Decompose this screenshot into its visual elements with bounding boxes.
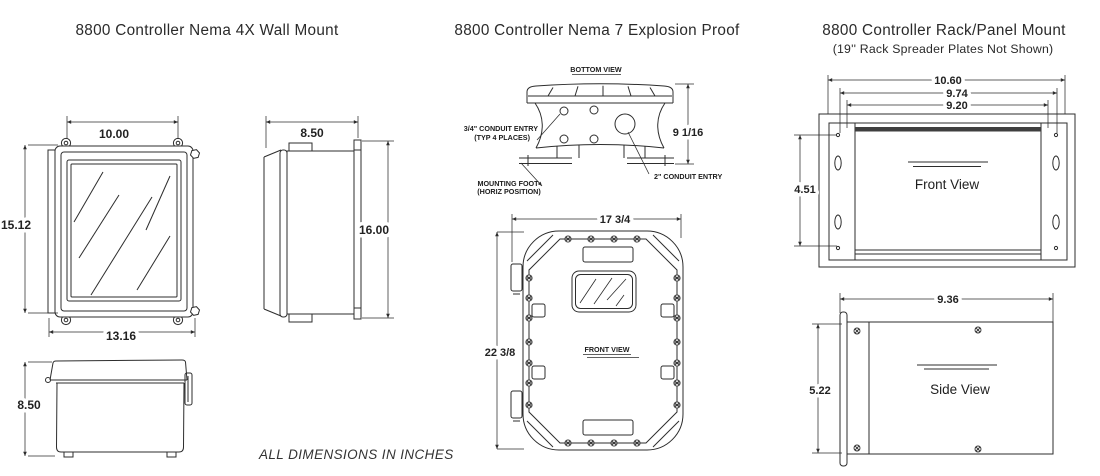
bottom-view-label: BOTTOM VIEW	[570, 65, 622, 74]
conduit2-label: 2" CONDUIT ENTRY	[654, 172, 722, 181]
door-profile	[263, 149, 288, 318]
dim-height: 9 1/16	[669, 83, 707, 165]
mounting-foot-label-line2: (HORIZ POSITION)	[477, 187, 541, 196]
body	[534, 102, 666, 158]
dim-height: 5.22	[806, 323, 842, 454]
dim-hole-spacing: 9.74	[839, 85, 1058, 133]
glass-reflection-lines	[73, 171, 171, 296]
leader-conduit34	[536, 113, 561, 141]
dim-label: 10.60	[934, 75, 962, 87]
rack-panel: 8800 Controller Rack/Panel Mount (19'' R…	[791, 22, 1076, 467]
lid-profile	[45, 359, 188, 384]
nema7-panel: 8800 Controller Nema 7 Explosion Proof B…	[454, 22, 740, 451]
door-inner-outline	[60, 151, 188, 312]
window-frame	[66, 159, 182, 302]
nema7-front-view: 17 3/4 22 3/8	[481, 211, 684, 451]
bezel-outer	[818, 113, 1076, 268]
dim-width-bottom: 13.16	[48, 318, 196, 347]
latch-hasp	[184, 372, 193, 406]
dim-label: 8.50	[300, 126, 324, 140]
dim-label: 4.51	[794, 184, 815, 196]
hinges	[510, 263, 523, 422]
enclosure-body	[286, 150, 355, 315]
dim-panel-width: 9.20	[846, 97, 1049, 128]
dim-hole-height: 4.51	[791, 134, 837, 247]
dim-height-left: 15.12	[0, 144, 58, 314]
nema7-bottom-view: BOTTOM VIEW	[464, 65, 723, 196]
top-tab	[582, 246, 634, 263]
chassis-body	[846, 321, 1054, 455]
enclosure-door	[54, 145, 194, 318]
foot-left	[63, 451, 74, 458]
rack-side-view: 9.36 Side View 5.22	[806, 291, 1054, 467]
dim-label: 15.12	[1, 218, 31, 232]
side-view-label: Side View	[930, 382, 990, 397]
lid	[526, 83, 674, 104]
dim-label: 9 1/16	[673, 127, 704, 139]
bottom-tab	[582, 419, 634, 436]
perimeter-bolts	[525, 235, 681, 447]
mounting-feet	[519, 155, 674, 166]
dim-width: 17 3/4	[511, 211, 682, 262]
mounting-foot-label-line1: MOUNTING FOOT	[477, 179, 539, 188]
window-glass	[70, 163, 178, 298]
window	[571, 270, 637, 313]
dim-label: 16.00	[359, 223, 389, 237]
bottom-tab	[288, 313, 313, 323]
rack-front-view: 10.60 9.74 9.20	[791, 72, 1076, 268]
dim-depth: 9.36	[839, 291, 1054, 322]
enclosure-outline	[522, 230, 684, 451]
nema4x-title: 8800 Controller Nema 4X Wall Mount	[76, 22, 339, 39]
dim-label: 9.74	[946, 88, 968, 100]
nema7-title: 8800 Controller Nema 7 Explosion Proof	[454, 22, 740, 39]
dim-height: 22 3/8	[481, 231, 524, 450]
door-face-outline	[528, 238, 678, 444]
front-view-label: FRONT VIEW	[584, 345, 629, 354]
nema4x-panel: 8800 Controller Nema 4X Wall Mount	[0, 22, 454, 462]
dim-label: 13.16	[106, 329, 136, 343]
dim-label: 17 3/4	[600, 214, 631, 226]
rack-subtitle: (19'' Rack Spreader Plates Not Shown)	[833, 42, 1054, 56]
mounting-tabs	[60, 137, 184, 326]
leader-conduit2	[627, 131, 650, 175]
front-view-label: Front View	[915, 177, 980, 192]
dim-label: 22 3/8	[485, 347, 516, 359]
dim-height-right: 16.00	[355, 140, 394, 319]
dim-overall-width: 10.60	[827, 72, 1066, 114]
conduit-holes	[559, 105, 636, 144]
dim-width-top: 10.00	[66, 116, 179, 141]
rack-ears	[834, 123, 1060, 260]
mounting-plate	[353, 139, 362, 320]
nema4x-bottom-view: 8.50	[14, 359, 193, 458]
bezel-inner	[828, 122, 1068, 261]
dim-label: 8.50	[17, 398, 41, 412]
side-tabs	[531, 303, 675, 380]
nema4x-side-view: 8.50 16.00	[263, 116, 394, 323]
dim-label: 9.20	[946, 100, 967, 112]
conduit-2in-hole	[614, 113, 636, 135]
dim-label: 9.36	[937, 294, 958, 306]
dim-depth-top: 8.50	[265, 116, 359, 148]
conduit34-label-line2: (TYP 4 PLACES)	[474, 133, 530, 142]
corner-clamp-bands	[526, 234, 680, 448]
body-profile	[55, 382, 185, 453]
dim-label: 10.00	[99, 127, 129, 141]
leader-mounting-foot	[520, 162, 543, 187]
conduit34-label-line1: 3/4" CONDUIT ENTRY	[464, 124, 538, 133]
dim-label: 5.22	[809, 385, 830, 397]
top-tab	[288, 142, 313, 152]
foot-right	[166, 451, 177, 458]
nema4x-front-view: 10.00 15.12 13.16	[0, 116, 201, 347]
top-trim-strip	[855, 127, 1041, 132]
dim-depth-left: 8.50	[14, 361, 55, 457]
rack-title: 8800 Controller Rack/Panel Mount	[822, 22, 1066, 39]
front-flange	[839, 311, 848, 467]
glass-reflection-lines	[579, 277, 627, 307]
dimensions-footnote: ALL DIMENSIONS IN INCHES	[258, 447, 454, 462]
